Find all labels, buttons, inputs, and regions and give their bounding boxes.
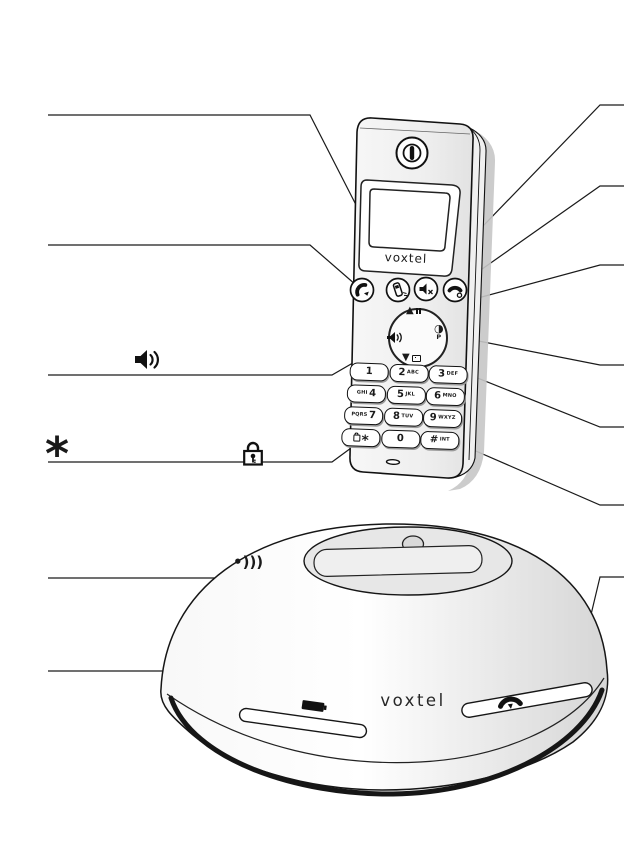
handset-function-key — [385, 277, 411, 303]
base-logo: voxtel — [380, 691, 446, 710]
callout-line-hash-key — [461, 444, 624, 506]
nav-down-key: ▼ — [402, 353, 421, 363]
base-illustration — [160, 523, 609, 797]
callout-line-speaker-key — [48, 340, 392, 376]
pause-icon — [415, 308, 422, 314]
talk-key — [349, 277, 375, 303]
display-mark-icon — [411, 354, 421, 362]
key-0: 0 — [380, 429, 421, 449]
handset-top-seam — [359, 127, 471, 135]
callout-line-talk-key — [48, 244, 357, 286]
contrast-icon: ◑ — [434, 322, 444, 335]
paging-signal-icon: •))) — [233, 553, 264, 571]
nav-right-key: ◑ P — [434, 323, 444, 341]
handset-icon — [392, 282, 408, 297]
up-arrow-icon: ▲ — [406, 305, 414, 316]
callout-line-nav-right — [442, 333, 624, 366]
battery-charging-icon — [301, 700, 327, 712]
keylock-mini-icon — [352, 434, 361, 442]
key-1: 1 — [349, 362, 389, 382]
callout-line-star-key — [48, 436, 367, 463]
nav-up-key: ▲ — [406, 305, 422, 316]
key-lock-icon — [243, 441, 263, 466]
down-arrow-icon: ▼ — [402, 352, 410, 363]
nav-right-letter: P — [436, 333, 442, 341]
in-use-light — [461, 682, 593, 718]
star-callout-label: * — [45, 427, 70, 481]
speaker-mute-icon — [419, 283, 433, 295]
callout-line-end-key — [457, 185, 624, 287]
speaker-volume-icon — [135, 350, 159, 369]
display-screen — [368, 188, 451, 252]
receiver-in-use-icon — [498, 696, 523, 709]
microphone-slot — [385, 458, 401, 466]
receiver-lift-icon — [355, 283, 369, 297]
base-front-seam — [166, 677, 605, 764]
receiver-down-icon — [447, 285, 463, 298]
callout-line-left-handset-key — [48, 114, 397, 284]
key-hash: #INT — [420, 430, 460, 450]
charge-light — [238, 707, 368, 739]
key-star: * — [341, 428, 381, 449]
nav-speaker-icon — [387, 332, 402, 343]
power-icon — [395, 136, 429, 170]
handset-logo: voxtel — [384, 250, 428, 266]
cradle-recess — [313, 545, 483, 577]
end-call-key — [442, 277, 468, 303]
base-bottom-shadow — [168, 687, 605, 797]
